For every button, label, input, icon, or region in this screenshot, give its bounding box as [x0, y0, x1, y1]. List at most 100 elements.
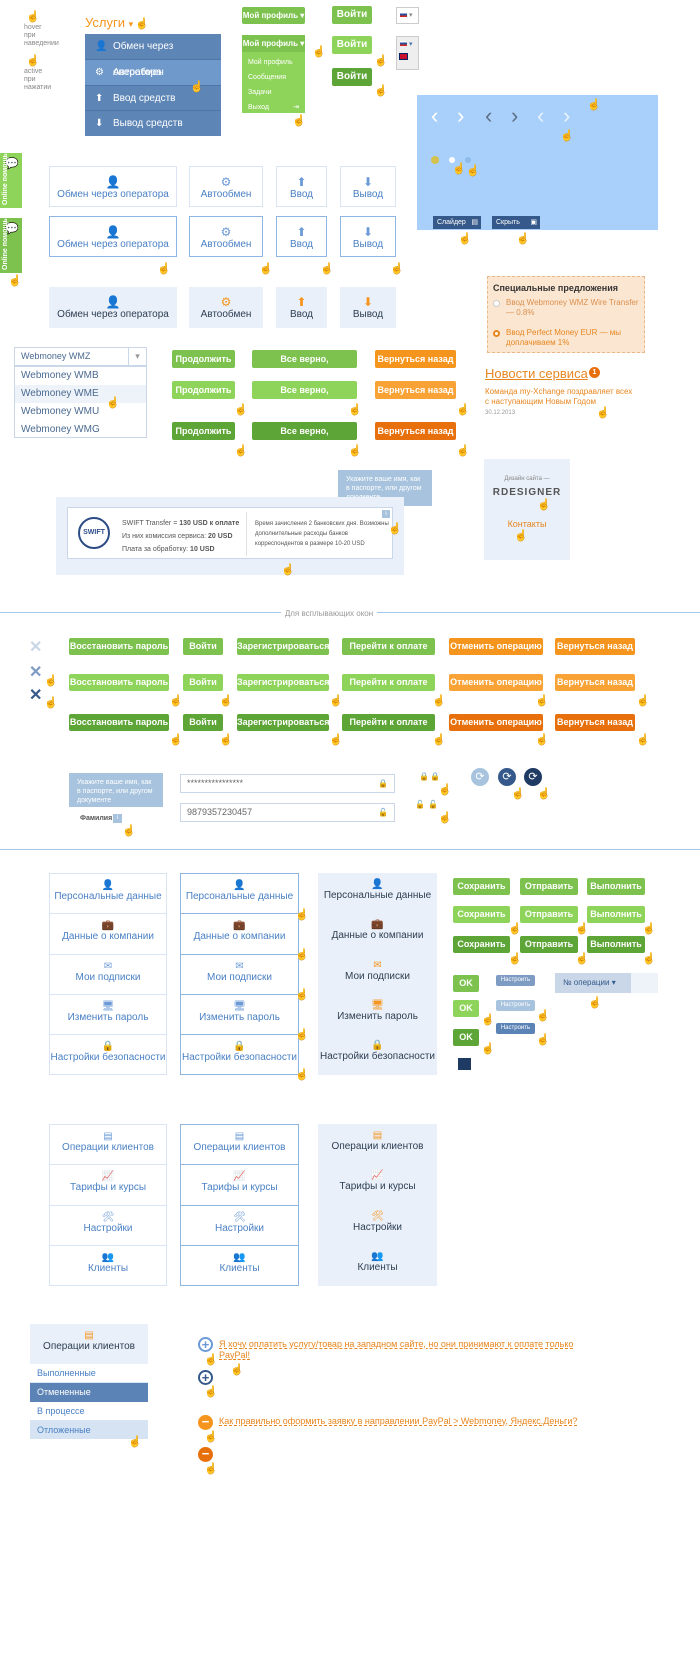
menu-item-security[interactable]: 🔒Настройки безопасности: [181, 1041, 298, 1063]
execute-button-hover[interactable]: Выполнить: [587, 906, 645, 923]
back-button-hover[interactable]: Вернуться назад: [555, 674, 635, 691]
menu-item-password[interactable]: 🖥Изменить пароль: [181, 995, 298, 1035]
back-button-active[interactable]: Вернуться назад: [555, 714, 635, 731]
currency-option[interactable]: Webmoney WMB: [21, 370, 99, 381]
menu-item-settings[interactable]: 🛠Настройки: [50, 1206, 166, 1246]
menu-item-tariffs[interactable]: 📈Тарифы и курсы: [50, 1165, 166, 1206]
restore-password-button-hover[interactable]: Восстановить пароль: [69, 674, 169, 691]
menu-item-personal[interactable]: 👤Персональные данные: [50, 874, 166, 914]
tasks-menu-item[interactable]: Задачи: [248, 89, 272, 96]
send-button[interactable]: Отправить: [520, 878, 578, 895]
execute-button[interactable]: Выполнить: [587, 878, 645, 895]
menu-item-personal[interactable]: 👤Персональные данные: [181, 874, 298, 914]
services-item-withdraw[interactable]: ⬇Вывод средств: [85, 111, 221, 136]
card-operator[interactable]: 👤Обмен через оператора: [49, 166, 177, 207]
close-icon[interactable]: ✕: [29, 664, 43, 681]
back-button-active[interactable]: Вернуться назад: [375, 422, 456, 440]
menu-item-client-operations[interactable]: ▤Операции клиентов: [318, 1124, 437, 1164]
close-icon[interactable]: ✕: [29, 687, 43, 704]
faq-question[interactable]: Как правильно оформить заявку в направле…: [219, 1416, 578, 1426]
menu-item-security[interactable]: 🔒Настройки безопасности: [50, 1041, 166, 1063]
setup-button-hover[interactable]: Настроить: [496, 1000, 535, 1011]
menu-item-clients[interactable]: 👥Клиенты: [318, 1245, 437, 1285]
confirm-continue-button-active[interactable]: Все верно, продолжить: [252, 422, 357, 454]
slider-dot[interactable]: [449, 157, 455, 163]
menu-item-security[interactable]: 🔒Настройки безопасности: [319, 1040, 436, 1062]
chevron-right-icon[interactable]: ›: [457, 103, 465, 128]
designer-logo[interactable]: RDESIGNER: [492, 487, 562, 498]
setup-button-active[interactable]: Настроить: [496, 1023, 535, 1034]
continue-button[interactable]: Продолжить: [172, 350, 235, 368]
go-to-payment-button-hover[interactable]: Перейти к оплате: [342, 674, 435, 691]
send-button-active[interactable]: Отправить: [520, 936, 578, 953]
ops-filter-postponed[interactable]: Отложенные: [30, 1421, 148, 1439]
faq-question[interactable]: Я хочу оплатить услугу/товар на западном…: [219, 1339, 574, 1360]
card-withdraw[interactable]: ⬇Вывод: [340, 166, 396, 207]
ok-button-active[interactable]: OK: [453, 1029, 479, 1046]
back-button-hover[interactable]: Вернуться назад: [375, 381, 456, 399]
slider-toggle-button[interactable]: Слайдер▤: [433, 216, 481, 229]
special-offer-item[interactable]: Ввод Webmoney WMZ Wire Transfer — 0.8%: [493, 298, 641, 318]
unlock-icon[interactable]: 🔓: [415, 800, 425, 809]
language-select[interactable]: ▾: [396, 7, 419, 24]
menu-item-password[interactable]: 🖥Изменить пароль: [318, 994, 437, 1034]
card-deposit[interactable]: ⬆Ввод: [276, 166, 327, 207]
profile-button-open[interactable]: Мой профиль ▾: [242, 35, 305, 52]
profile-button[interactable]: Мой профиль ▾: [242, 7, 305, 24]
login-button-hover[interactable]: Войти: [183, 674, 223, 691]
card-operator-active[interactable]: 👤Обмен через оператора: [49, 287, 177, 328]
menu-item-tariffs[interactable]: 📈Тарифы и курсы: [318, 1164, 437, 1205]
register-button-active[interactable]: Зарегистрироваться: [237, 714, 329, 731]
menu-item-subscriptions[interactable]: ✉Мои подписки: [50, 955, 166, 995]
register-button[interactable]: Зарегистрироваться: [237, 638, 329, 655]
info-icon[interactable]: i: [113, 814, 122, 823]
online-help-tab-hover[interactable]: 💬Online помощь: [0, 218, 22, 273]
save-button-hover[interactable]: Сохранить: [453, 906, 510, 923]
logout-menu-item[interactable]: Выход⇥: [248, 100, 299, 115]
operations-header[interactable]: ▤Операции клиентов: [30, 1324, 148, 1364]
news-title[interactable]: Новости сервиса: [485, 366, 588, 381]
ops-filter-in-progress[interactable]: В процессе: [30, 1402, 148, 1421]
menu-item-settings[interactable]: 🛠Настройки: [318, 1205, 437, 1245]
card-autoexchange-active[interactable]: ⚙Автообмен: [189, 287, 263, 328]
card-autoexchange[interactable]: ⚙Автообмен: [189, 166, 263, 207]
card-autoexchange-hover[interactable]: ⚙Автообмен: [189, 216, 263, 257]
ok-button[interactable]: OK: [453, 975, 479, 992]
login-button-active[interactable]: Войти: [183, 714, 223, 731]
operation-number-select[interactable]: № операции ▾: [555, 973, 631, 993]
card-withdraw-hover[interactable]: ⬇Вывод: [340, 216, 396, 257]
profile-menu-item[interactable]: Мой профиль: [248, 59, 293, 66]
menu-item-client-operations[interactable]: ▤Операции клиентов: [50, 1125, 166, 1165]
menu-item-settings[interactable]: 🛠Настройки: [181, 1206, 298, 1246]
menu-item-company[interactable]: 💼Данные о компании: [50, 914, 166, 955]
card-deposit-active[interactable]: ⬆Ввод: [276, 287, 327, 328]
cancel-operation-button-hover[interactable]: Отменить операцию: [449, 674, 543, 691]
continue-button-hover[interactable]: Продолжить: [172, 381, 235, 399]
plus-icon[interactable]: +: [198, 1337, 213, 1352]
ops-filter-done[interactable]: Выполненные: [30, 1364, 148, 1383]
continue-button-active[interactable]: Продолжить: [172, 422, 235, 440]
menu-item-company[interactable]: 💼Данные о компании: [181, 914, 298, 955]
chevron-left-icon[interactable]: ‹: [537, 103, 545, 128]
back-button[interactable]: Вернуться назад: [375, 350, 456, 368]
back-button[interactable]: Вернуться назад: [555, 638, 635, 655]
save-button-active[interactable]: Сохранить: [453, 936, 510, 953]
cancel-operation-button-active[interactable]: Отменить операцию: [449, 714, 543, 731]
save-button[interactable]: Сохранить: [453, 878, 510, 895]
online-help-tab[interactable]: 💬Online помощь: [0, 153, 22, 208]
minus-icon[interactable]: −: [198, 1447, 213, 1462]
restore-password-button-active[interactable]: Восстановить пароль: [69, 714, 169, 731]
card-withdraw-active[interactable]: ⬇Вывод: [340, 287, 396, 328]
chevron-left-icon[interactable]: ‹: [431, 103, 439, 128]
services-item-operator[interactable]: 👤Обмен через оператора: [85, 34, 221, 78]
menu-item-clients[interactable]: 👥Клиенты: [181, 1246, 298, 1286]
ok-button-hover[interactable]: OK: [453, 1000, 479, 1017]
slider-dot[interactable]: [465, 157, 471, 163]
lock-icon[interactable]: 🔒: [430, 772, 440, 781]
execute-button-active[interactable]: Выполнить: [587, 936, 645, 953]
card-operator-hover[interactable]: 👤Обмен через оператора: [49, 216, 177, 257]
currency-option[interactable]: Webmoney WMU: [21, 406, 100, 417]
currency-option[interactable]: Webmoney WMG: [21, 424, 100, 435]
minus-icon[interactable]: −: [198, 1415, 213, 1430]
news-text[interactable]: Команда my-Xchange поздравляет всех с на…: [485, 387, 633, 406]
